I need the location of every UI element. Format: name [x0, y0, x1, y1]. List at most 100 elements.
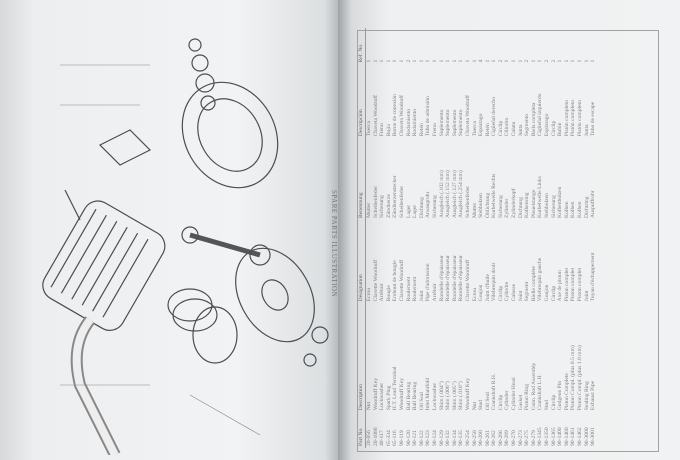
table-cell: Goujon [478, 284, 485, 302]
table-cell: Stud [544, 399, 551, 411]
table-cell: 1 [418, 59, 425, 63]
table-cell: Woodruff Key [398, 378, 405, 411]
table-cell: Dichtung [418, 197, 425, 218]
table-cell: Ecrou [366, 287, 372, 302]
table-cell: 1 [491, 59, 498, 63]
exploded-engine-diagram [42, 38, 329, 455]
column-header: Benennung [357, 138, 366, 220]
table-cell: 90-1462 [577, 427, 583, 446]
table-cell: Woodruff Key [372, 378, 379, 411]
table-cell: Embout de bougie [392, 260, 399, 302]
table-cell: Zylinderkopf [511, 188, 518, 218]
table-cell: 1 [537, 59, 544, 63]
table-cell: Sicherung [550, 195, 557, 218]
table-cell: 1 [464, 59, 471, 63]
table-cell: Biela completa [530, 102, 537, 137]
table-cell: 2 [544, 59, 551, 63]
table-cell: Piston complet [563, 267, 570, 302]
table-cell: Vilebrequin gauche [537, 257, 544, 302]
page-title: SPARE PARTS ILLUSTRATION [330, 190, 338, 298]
table-cell: Circlip [550, 394, 557, 411]
table-cell: 1 [398, 59, 405, 63]
table-cell: Suplemento [438, 109, 445, 137]
table-cell: 1 [577, 59, 583, 63]
table-cell: 90-279 [530, 430, 537, 446]
column-header: Descripción [357, 64, 366, 139]
table-cell: 1 [438, 59, 445, 63]
table-cell: Cylindre [504, 281, 511, 302]
table-cell: 90-266 [497, 430, 504, 446]
table-cell: Tuyau d'échappement [590, 252, 597, 302]
table-cell: Pleuelstange [530, 189, 537, 218]
table-cell: Nut [366, 401, 372, 411]
table-cell: Bielle complète [530, 266, 537, 302]
table-cell: Gasket [517, 394, 524, 411]
table-cell: Ansaugrohr [425, 191, 432, 218]
table-cell: Crankshaft R.H. [491, 373, 498, 411]
table-cell: 1 [445, 59, 452, 63]
table-cell: Lockwasher [379, 382, 386, 411]
table-cell: Junta [517, 124, 524, 137]
table-cell: Cigüeñal izquierdo [537, 93, 544, 137]
table-cell: 1 [425, 59, 432, 63]
table-cell: Circlip [497, 394, 504, 411]
table-cell: Pistón completo [577, 100, 583, 137]
table-cell: Zündkerzenstecker [392, 175, 399, 218]
table-cell: Junta [583, 124, 590, 137]
table-cell: 1 [431, 59, 438, 63]
table-cell: Chaveta Woodruff [372, 95, 379, 137]
table-cell: Suplemento [458, 109, 465, 137]
table-cell: Ecrou [471, 287, 478, 302]
table-cell: Vilebrequin droit [491, 262, 498, 302]
table-cell: Tubo de admisión [425, 96, 432, 137]
table-cell: Joint [583, 290, 590, 302]
table-cell: Piston Compl. (plus 1.0 mm) [577, 345, 583, 411]
table-cell: 90-135 [458, 430, 465, 446]
table-cell: Stehbolzen [478, 193, 485, 218]
table-cell: Stud [478, 399, 485, 411]
table-cell: 90-134 [451, 430, 458, 446]
table-cell: 1 [530, 59, 537, 63]
table-cell: Rodamiento [405, 108, 412, 137]
table-cell: Sicherung [379, 195, 386, 218]
table-cell: Kolbenbolzen [557, 186, 564, 218]
table-cell: H.T. Lead Terminal [392, 366, 399, 411]
table-cell: Roulement [405, 276, 412, 302]
table-cell: Cigüeñal derecho [491, 97, 498, 137]
conn-rod-drawing [189, 232, 261, 258]
table-cell: Pipe d'admission [425, 263, 432, 302]
table-cell: 20-1088 [372, 427, 379, 446]
table-cell: 2 [550, 59, 557, 63]
table-cell: Scheibenfeder [372, 185, 379, 218]
table-cell: Lager [405, 204, 412, 218]
table-cell: Espárrago [544, 113, 551, 137]
table-cell: 90-129 [438, 430, 445, 446]
table-cell: Rodamiento [412, 108, 419, 137]
table-cell: 1 [385, 59, 392, 63]
table-cell: 90-258 [471, 430, 478, 446]
table-cell: 90-260 [478, 430, 485, 446]
table-cell: 90-122 [418, 430, 425, 446]
table-cell: Joint [418, 290, 425, 302]
table-cell: Freno [379, 123, 386, 137]
table-cell: Rondelle d'épaisseur [451, 255, 458, 302]
table-cell: Stehbolzen [544, 193, 551, 218]
table-cell: 1 [504, 59, 511, 63]
table-cell: Ausgleich (.152 mm) [445, 170, 452, 218]
table-cell: Bougie [385, 285, 392, 302]
table-cell: Sealing Ring [583, 381, 590, 411]
table-cell: Cilindro [504, 117, 511, 137]
table-cell: Auspuffrohr [590, 190, 597, 218]
